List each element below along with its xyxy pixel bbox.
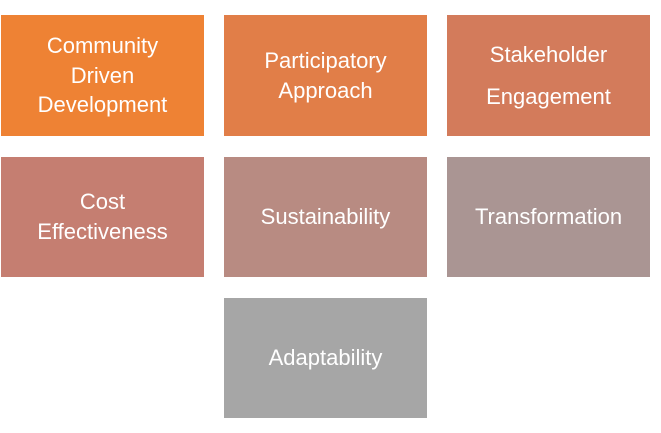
box-cost-effectiveness: Cost Effectiveness — [1, 157, 204, 277]
box-participatory-approach: Participatory Approach — [224, 15, 427, 136]
box-sustainability: Sustainability — [224, 157, 427, 277]
box-community-driven-development: Community Driven Development — [1, 15, 204, 136]
box-adaptability: Adaptability — [224, 298, 427, 418]
box-stakeholder-engagement: Stakeholder Engagement — [447, 15, 650, 136]
box-transformation: Transformation — [447, 157, 650, 277]
